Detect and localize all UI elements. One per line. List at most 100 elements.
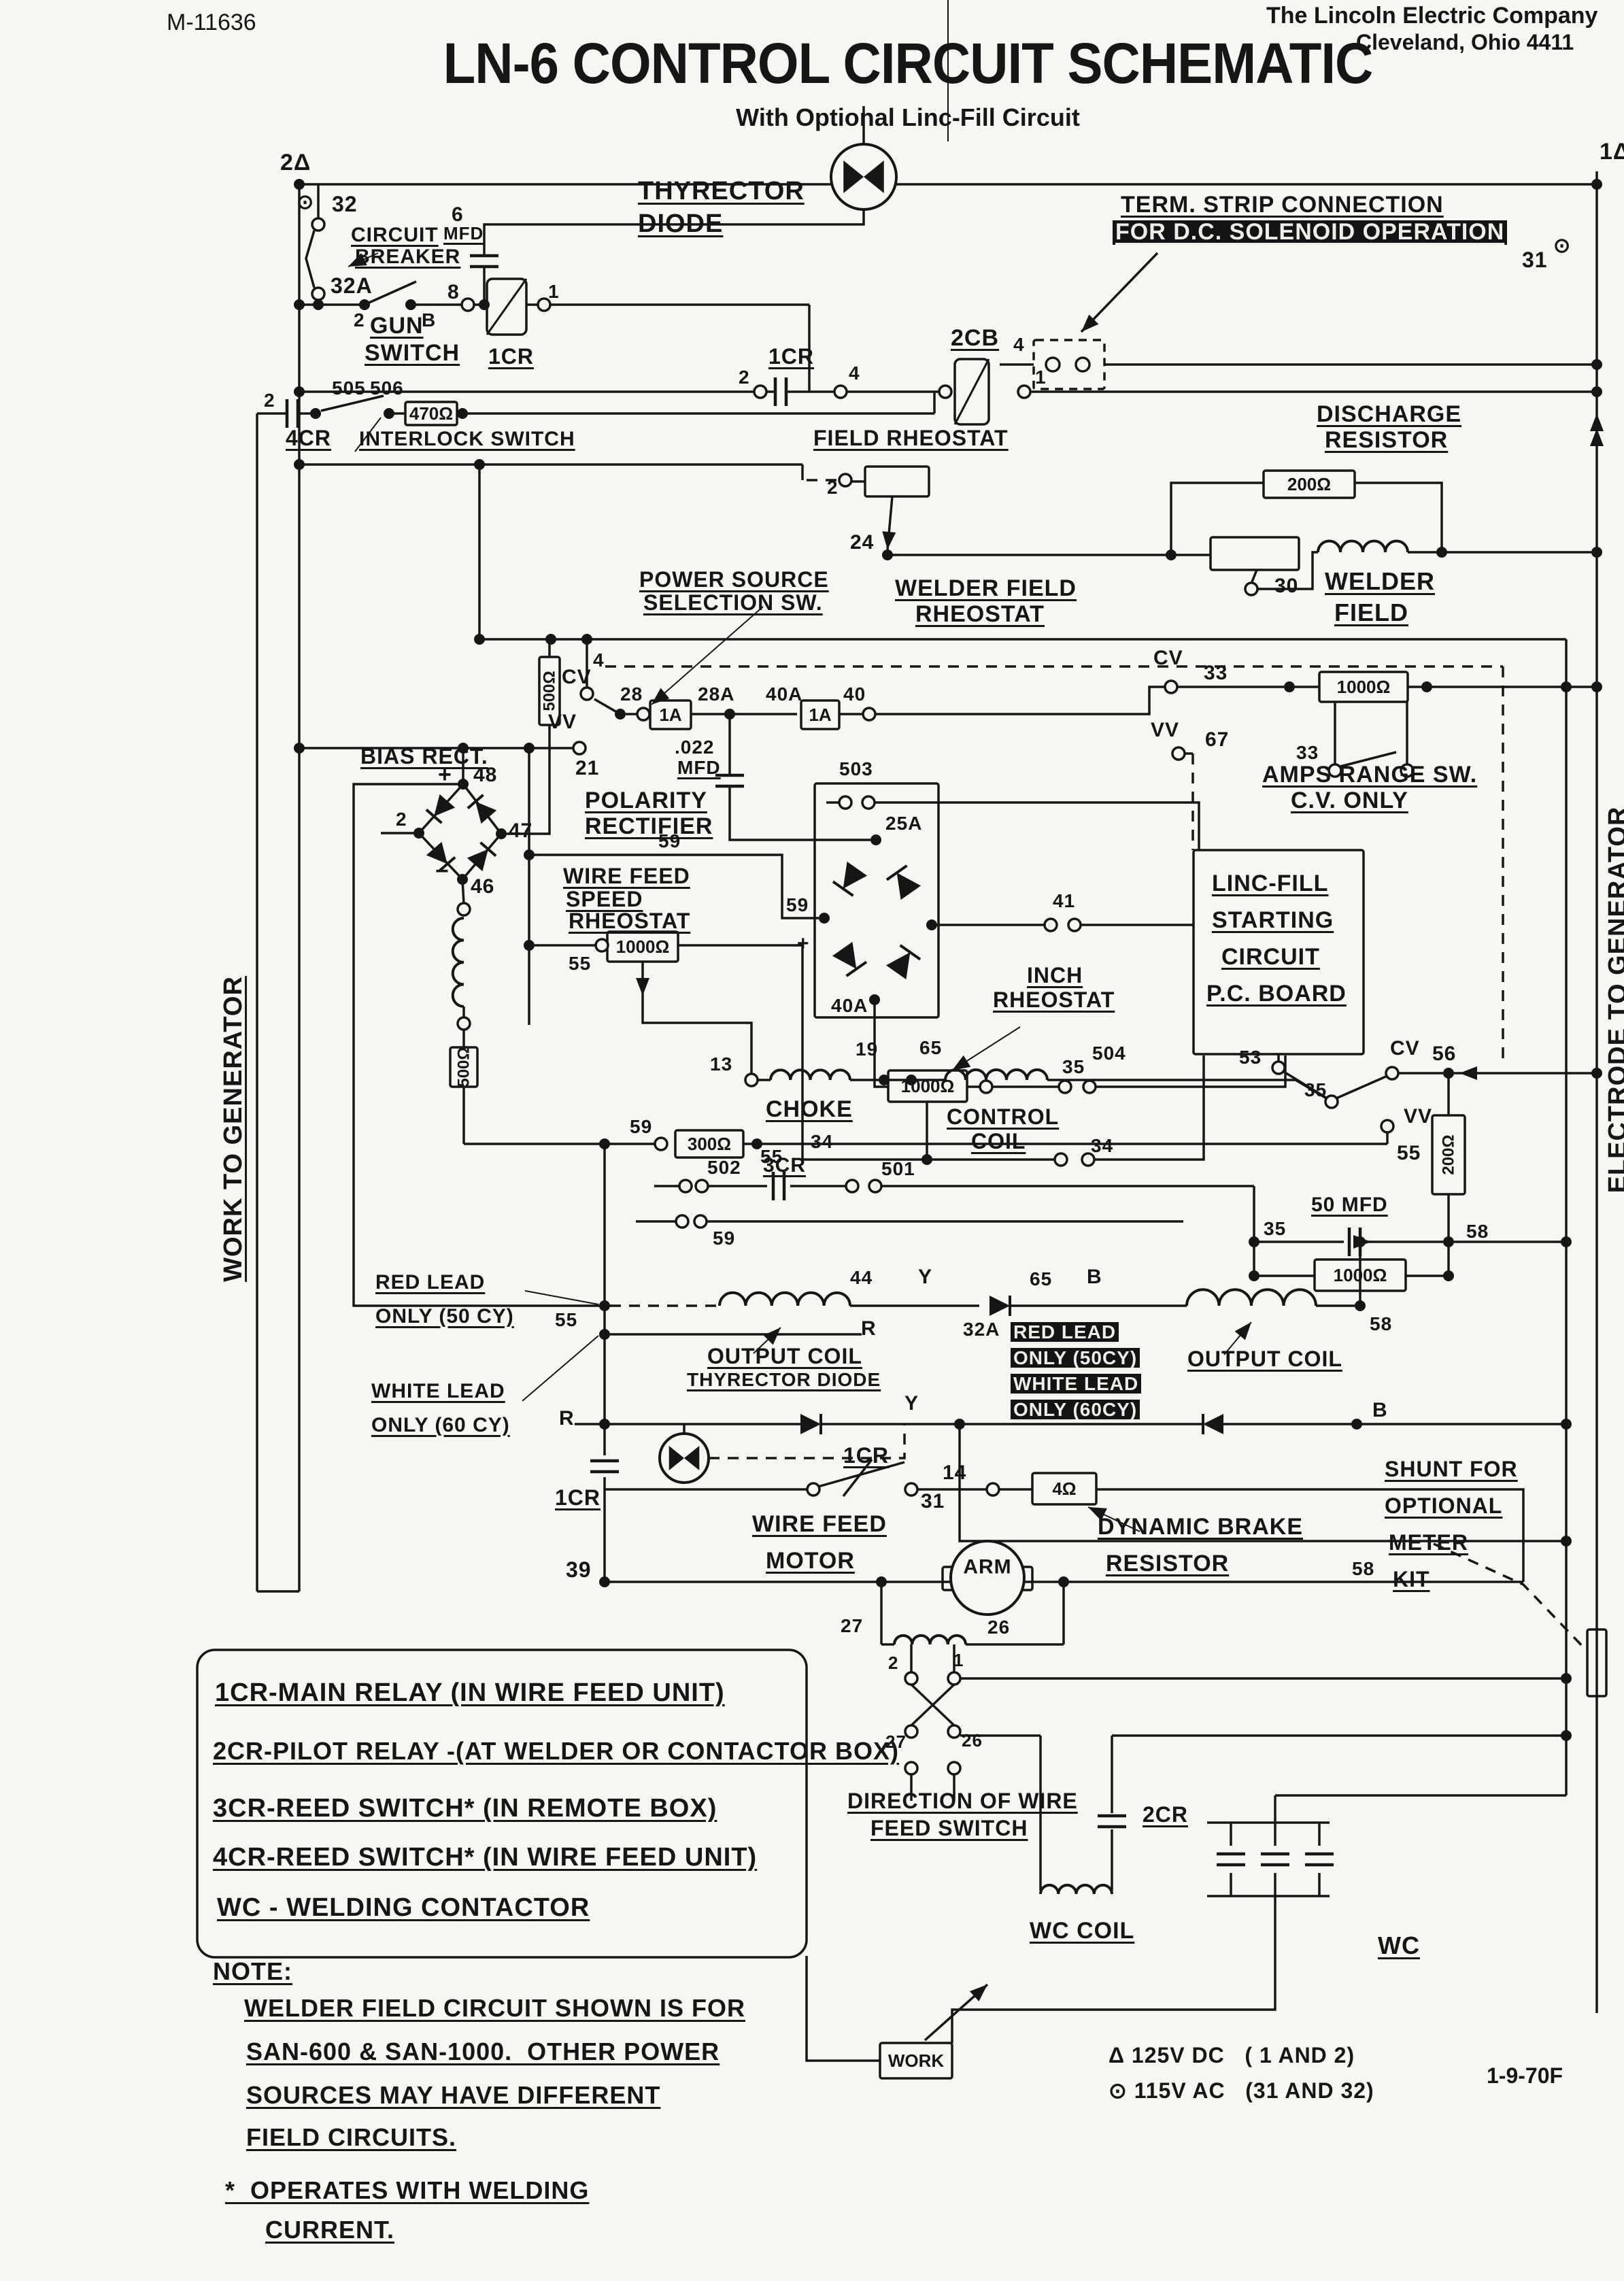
arrowhead-icon: [1590, 413, 1604, 431]
diode-icon: [467, 841, 497, 872]
schematic-label: ONLY (50 CY): [375, 1305, 514, 1328]
schematic-label: 1CR: [555, 1485, 601, 1510]
junction-dot: [1249, 1236, 1259, 1247]
schematic-label: 28: [620, 683, 643, 705]
arrowhead-icon: [952, 1055, 971, 1070]
schematic-label: RHEOSTAT: [569, 909, 691, 933]
schematic-label: 65: [1030, 1268, 1053, 1289]
terminal-circle: [838, 473, 853, 488]
junction-dot: [294, 179, 305, 190]
schematic-label: POWER SOURCE: [639, 567, 829, 592]
terminal-circle: [862, 707, 877, 722]
junction-dot: [413, 828, 424, 839]
schematic-label: 4CR-REED SWITCH* (IN WIRE FEED UNIT): [213, 1843, 758, 1872]
schematic-label: B: [422, 309, 437, 331]
schematic-label: VV: [548, 711, 577, 733]
company-address: Cleveland, Ohio 4411: [1356, 30, 1574, 54]
schematic-label: WC COIL: [1030, 1918, 1135, 1944]
component-box: [1032, 339, 1106, 390]
junction-dot: [1561, 1536, 1572, 1547]
terminal-circle: [845, 1179, 860, 1194]
terminal-circle: [979, 1079, 994, 1094]
schematic-label: 31: [1522, 248, 1548, 272]
inductor-coil-icon: [769, 1068, 851, 1081]
terminal-circle: [1067, 917, 1082, 932]
wire: [1250, 569, 1258, 584]
schematic-label: 59: [713, 1228, 736, 1249]
schematic-label: WELDER FIELD CIRCUIT SHOWN IS FOR: [244, 1994, 745, 2022]
schematic-label: WELDER: [1325, 567, 1435, 595]
junction-dot: [599, 1419, 610, 1430]
junction-dot: [458, 779, 469, 790]
schematic-label: 1CR-MAIN RELAY (IN WIRE FEED UNIT): [215, 1678, 725, 1707]
schematic-label: AMPS RANGE SW.: [1262, 762, 1478, 788]
junction-dot: [458, 743, 469, 754]
arrowhead-icon: [1353, 1235, 1371, 1249]
junction-dot: [1284, 681, 1295, 692]
component-box: [196, 1649, 808, 1959]
component-box: [887, 1069, 968, 1103]
junction-dot: [524, 849, 535, 860]
schematic-label: 505: [332, 377, 366, 399]
junction-dot: [1443, 1068, 1454, 1079]
arrowhead-icon: [1590, 428, 1604, 446]
terminal-circle: [904, 1671, 919, 1686]
schematic-label: ONLY (50CY): [1011, 1348, 1140, 1368]
schematic-label: RESISTOR: [1325, 427, 1449, 453]
schematic-label: 2Δ: [280, 150, 311, 175]
terminal-circle: [1045, 356, 1061, 373]
schematic-label: DISCHARGE: [1317, 401, 1462, 427]
schematic-label: 32A: [963, 1319, 1000, 1340]
component-value: 200Ω: [1287, 474, 1331, 494]
junction-dot: [1591, 386, 1602, 397]
schematic-label: 2: [827, 477, 839, 498]
schematic-label: 26: [987, 1617, 1011, 1638]
junction-dot: [294, 459, 305, 470]
schematic-label: R: [861, 1317, 877, 1340]
schematic-label: RED LEAD: [375, 1271, 486, 1294]
schematic-label: RESISTOR: [1106, 1551, 1230, 1576]
junction-dot: [545, 634, 556, 645]
junction-dot: [906, 1075, 917, 1085]
schematic-label: 24: [850, 531, 875, 554]
schematic-label: 2CB: [951, 325, 1000, 351]
terminal-circle: [938, 384, 953, 399]
terminal-circle: [1058, 1079, 1072, 1094]
component-box: [864, 465, 930, 498]
inductor-coil-icon: [718, 1291, 851, 1306]
arrowhead-icon: [882, 531, 896, 550]
schematic-label: 2: [264, 390, 275, 411]
junction-dot: [1591, 681, 1602, 692]
junction-dot: [1166, 550, 1177, 560]
schematic-label: −: [435, 858, 450, 884]
terminal-circle: [1324, 1094, 1339, 1109]
schematic-label: 58: [1466, 1221, 1489, 1242]
diode-icon: [467, 794, 497, 824]
inductor-coil-icon: [893, 1634, 967, 1645]
schematic-label: BIAS RECT.: [360, 744, 488, 768]
schematic-label: 506: [370, 377, 404, 399]
schematic-label: 8: [447, 281, 460, 303]
wire: [1283, 1070, 1327, 1099]
schematic-label: 2: [739, 367, 750, 388]
schematic-label: WHITE LEAD: [1011, 1374, 1142, 1393]
schematic-label: 67: [1205, 728, 1230, 751]
schematic-label: 13: [710, 1053, 733, 1075]
schematic-label: 3CR-REED SWITCH* (IN REMOTE BOX): [213, 1794, 717, 1823]
schematic-label: 2: [354, 309, 365, 331]
schematic-label: 41: [1053, 890, 1076, 911]
schematic-label: 1Δ: [1600, 139, 1624, 165]
arrowhead-icon: [636, 978, 649, 996]
terminal-circle: [311, 217, 326, 232]
terminal-circle: [1164, 679, 1179, 694]
wire: [364, 280, 417, 306]
schematic-label: INCH: [1027, 963, 1083, 987]
relay-coil-icon: [953, 358, 990, 425]
wire: [529, 854, 819, 919]
junction-dot: [599, 1138, 610, 1149]
schematic-label: 31: [921, 1490, 945, 1513]
diode-icon: [1202, 1414, 1223, 1434]
schematic-label: OPTIONAL: [1385, 1493, 1503, 1518]
schematic-label: 32: [332, 192, 358, 216]
